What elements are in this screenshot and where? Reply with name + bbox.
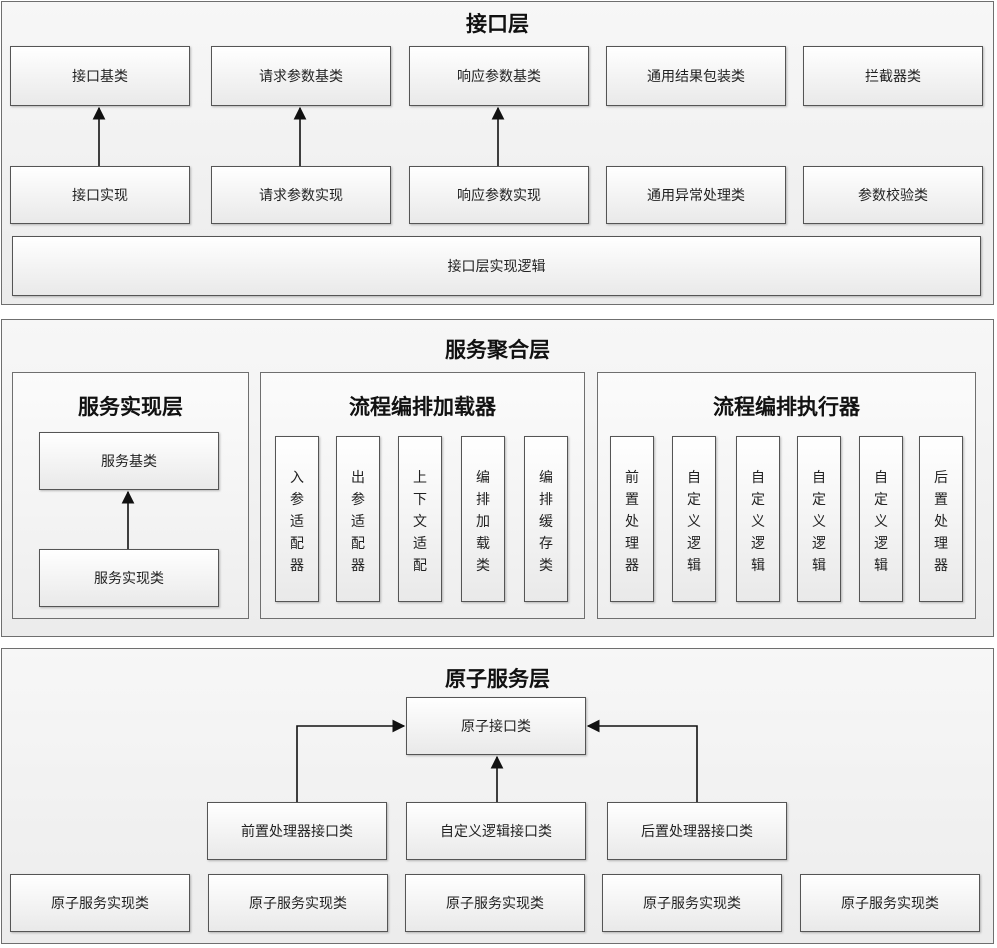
- atomic-service-impl-class: 原子服务实现类: [405, 874, 585, 932]
- custom-logic: 自定义逻辑: [672, 436, 716, 602]
- orchestration-loader-class: 编排加载类: [461, 436, 505, 602]
- service-impl-title: 服务实现层: [78, 395, 183, 419]
- request-param-impl: 请求参数实现: [211, 166, 391, 224]
- custom-logic-label: 自定义逻辑: [687, 470, 701, 574]
- atomic-service-impl-class: 原子服务实现类: [800, 874, 980, 932]
- input-adapter-label: 入参适配器: [290, 470, 304, 574]
- output-adapter: 出参适配器: [336, 436, 380, 602]
- atomic-service-layer-title: 原子服务层: [445, 667, 550, 691]
- pre-processor: 前置处理器: [610, 436, 654, 602]
- orchestration-cache-label: 编排缓存类: [539, 470, 553, 574]
- post-processor-interface-class: 后置处理器接口类: [607, 802, 787, 860]
- output-adapter-label: 出参适配器: [351, 470, 365, 574]
- common-exception-handler-class: 通用异常处理类: [606, 166, 786, 224]
- flow-executor-title: 流程编排执行器: [713, 395, 860, 419]
- custom-logic-label: 自定义逻辑: [812, 470, 826, 574]
- atomic-service-impl-class: 原子服务实现类: [10, 874, 190, 932]
- interface-impl: 接口实现: [10, 166, 190, 224]
- service-impl-class: 服务实现类: [39, 549, 219, 607]
- post-processor-label: 后置处理器: [934, 470, 948, 574]
- custom-logic-label: 自定义逻辑: [751, 470, 765, 574]
- input-adapter: 入参适配器: [275, 436, 319, 602]
- custom-logic-label: 自定义逻辑: [874, 470, 888, 574]
- custom-logic: 自定义逻辑: [736, 436, 780, 602]
- atomic-interface-class: 原子接口类: [406, 697, 586, 755]
- context-adapter: 上下文适配: [398, 436, 442, 602]
- atomic-service-impl-class: 原子服务实现类: [602, 874, 782, 932]
- response-param-base-class: 响应参数基类: [409, 46, 589, 106]
- custom-logic-interface-class: 自定义逻辑接口类: [406, 802, 586, 860]
- interface-layer-logic: 接口层实现逻辑: [12, 236, 981, 296]
- interface-layer-title: 接口层: [466, 12, 529, 36]
- request-param-base-class: 请求参数基类: [211, 46, 391, 106]
- atomic-service-impl-class: 原子服务实现类: [208, 874, 388, 932]
- common-result-wrapper-class: 通用结果包装类: [606, 46, 786, 106]
- param-validation-class: 参数校验类: [803, 166, 983, 224]
- custom-logic: 自定义逻辑: [859, 436, 903, 602]
- context-adapter-label: 上下文适配: [413, 470, 427, 574]
- pre-processor-interface-class: 前置处理器接口类: [207, 802, 387, 860]
- flow-loader-title: 流程编排加载器: [349, 395, 496, 419]
- pre-processor-label: 前置处理器: [625, 470, 639, 574]
- orchestration-cache-class: 编排缓存类: [524, 436, 568, 602]
- interceptor-class: 拦截器类: [803, 46, 983, 106]
- interface-base-class: 接口基类: [10, 46, 190, 106]
- flow-executor-panel: 流程编排执行器: [597, 372, 976, 619]
- service-base-class: 服务基类: [39, 432, 219, 490]
- orchestration-loader-label: 编排加载类: [476, 470, 490, 574]
- response-param-impl: 响应参数实现: [409, 166, 589, 224]
- post-processor: 后置处理器: [919, 436, 963, 602]
- custom-logic: 自定义逻辑: [797, 436, 841, 602]
- aggregation-layer-title: 服务聚合层: [445, 338, 550, 362]
